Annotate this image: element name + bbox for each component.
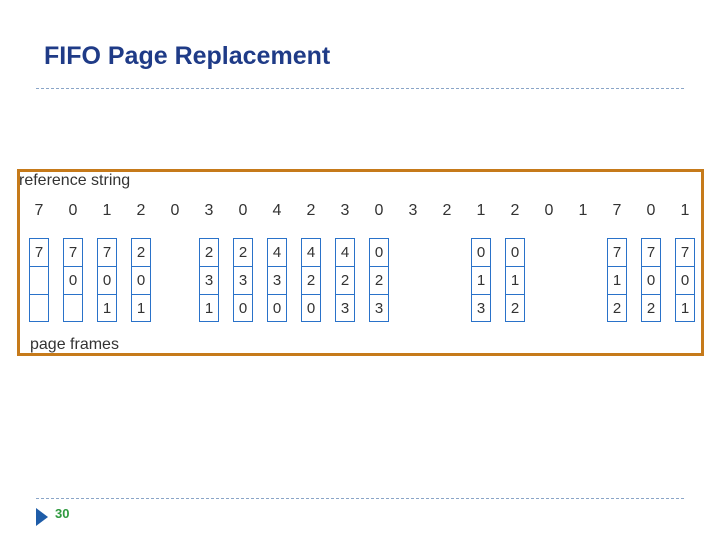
reference-value: 3 bbox=[340, 202, 350, 219]
frame-cell: 4 bbox=[336, 239, 354, 267]
frame-cell: 2 bbox=[612, 300, 622, 317]
frame-cell: 2 bbox=[302, 267, 320, 295]
reference-value: 7 bbox=[612, 202, 622, 219]
reference-value: 2 bbox=[442, 202, 452, 219]
frame-cell: 1 bbox=[136, 300, 146, 317]
frame-cell: 3 bbox=[374, 300, 384, 317]
frame-cell: 0 bbox=[642, 267, 660, 295]
frame-cell: 1 bbox=[472, 267, 490, 295]
frame-cell bbox=[30, 295, 48, 322]
frame-cell: 3 bbox=[200, 267, 218, 295]
frame-cell: 7 bbox=[676, 239, 694, 267]
reference-value: 0 bbox=[170, 202, 180, 219]
reference-value: 0 bbox=[374, 202, 384, 219]
reference-value: 2 bbox=[306, 202, 316, 219]
frame-cell: 4 bbox=[302, 239, 320, 267]
reference-value: 3 bbox=[408, 202, 418, 219]
frame-cell bbox=[30, 267, 48, 295]
page-number: 30 bbox=[55, 506, 70, 521]
frame-cell: 0 bbox=[506, 239, 524, 267]
reference-value: 3 bbox=[204, 202, 214, 219]
frame-column: 7 bbox=[29, 238, 49, 322]
frame-cell: 1 bbox=[680, 300, 690, 317]
diagram-box bbox=[17, 169, 704, 356]
frame-cell: 3 bbox=[340, 300, 350, 317]
reference-value: 0 bbox=[238, 202, 248, 219]
frame-cell: 2 bbox=[132, 239, 150, 267]
frame-cell: 3 bbox=[234, 267, 252, 295]
reference-value: 7 bbox=[34, 202, 44, 219]
frame-cell: 2 bbox=[234, 239, 252, 267]
reference-value: 2 bbox=[136, 202, 146, 219]
frame-cell: 0 bbox=[472, 239, 490, 267]
frame-cell: 1 bbox=[204, 300, 214, 317]
reference-value: 4 bbox=[272, 202, 282, 219]
reference-value: 0 bbox=[646, 202, 656, 219]
frame-cell: 0 bbox=[64, 267, 82, 295]
frame-cell bbox=[64, 295, 82, 322]
frame-cell: 0 bbox=[98, 267, 116, 295]
frame-cell: 3 bbox=[476, 300, 486, 317]
reference-value: 0 bbox=[68, 202, 78, 219]
frame-cell: 7 bbox=[608, 239, 626, 267]
slide-arrow-icon bbox=[36, 508, 48, 526]
frame-cell: 0 bbox=[238, 300, 248, 317]
reference-value: 1 bbox=[680, 202, 690, 219]
reference-value: 1 bbox=[476, 202, 486, 219]
frame-cell: 2 bbox=[646, 300, 656, 317]
slide-title: FIFO Page Replacement bbox=[44, 42, 331, 70]
reference-value: 0 bbox=[544, 202, 554, 219]
frame-cell: 2 bbox=[336, 267, 354, 295]
reference-value: 1 bbox=[578, 202, 588, 219]
reference-string-label: reference string bbox=[19, 172, 131, 189]
frame-cell: 0 bbox=[370, 239, 388, 267]
frame-cell: 7 bbox=[30, 239, 48, 267]
frame-cell: 0 bbox=[132, 267, 150, 295]
frame-cell: 0 bbox=[306, 300, 316, 317]
frame-cell: 4 bbox=[268, 239, 286, 267]
top-divider bbox=[36, 88, 684, 89]
page-frames-label: page frames bbox=[30, 336, 119, 353]
frame-cell: 1 bbox=[608, 267, 626, 295]
frame-cell: 0 bbox=[676, 267, 694, 295]
frame-cell: 7 bbox=[98, 239, 116, 267]
frame-cell: 2 bbox=[510, 300, 520, 317]
frame-cell: 2 bbox=[370, 267, 388, 295]
frame-cell: 1 bbox=[506, 267, 524, 295]
frame-cell: 0 bbox=[272, 300, 282, 317]
frame-cell: 2 bbox=[200, 239, 218, 267]
frame-cell: 7 bbox=[642, 239, 660, 267]
frame-cell: 3 bbox=[268, 267, 286, 295]
reference-value: 1 bbox=[102, 202, 112, 219]
frame-cell: 7 bbox=[64, 239, 82, 267]
reference-value: 2 bbox=[510, 202, 520, 219]
frame-cell: 1 bbox=[102, 300, 112, 317]
bottom-divider bbox=[36, 498, 684, 499]
